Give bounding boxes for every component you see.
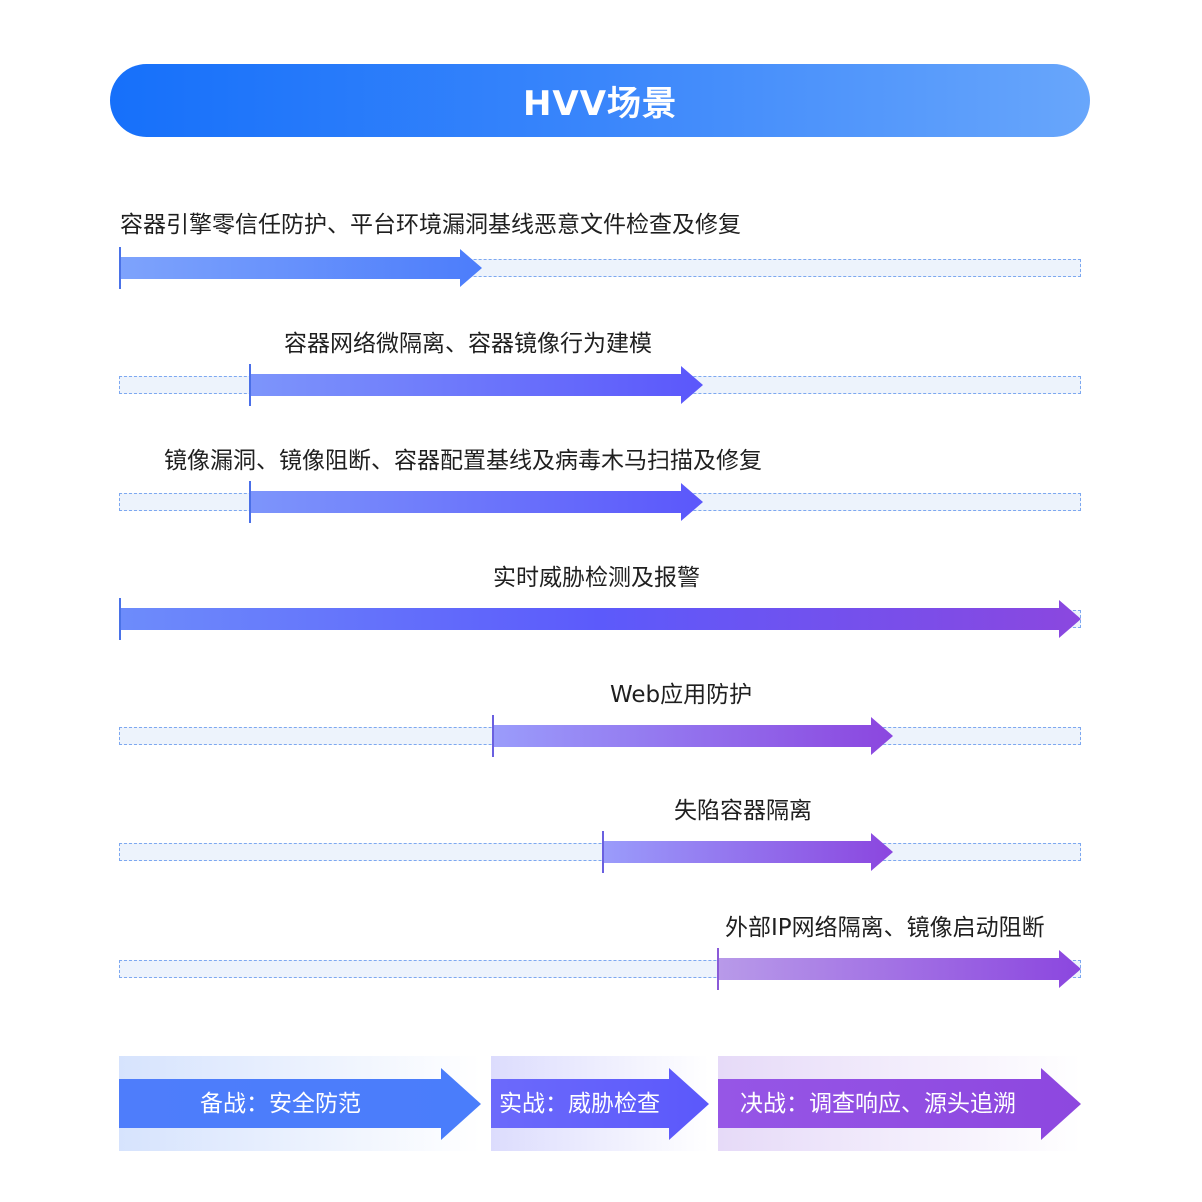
row-label-5: Web应用防护: [610, 682, 753, 708]
phase-arrow-prepare: [119, 1068, 481, 1140]
phase-arrow-combat: [491, 1068, 709, 1140]
timeline-arrow-1: [119, 247, 482, 289]
row-label-6: 失陷容器隔离: [674, 798, 812, 824]
row-label-1: 容器引擎零信任防护、平台环境漏洞基线恶意文件检查及修复: [120, 212, 741, 238]
timeline-arrow-3: [249, 481, 703, 523]
timeline-arrow-6: [602, 831, 893, 873]
timeline-arrow-7: [717, 948, 1081, 990]
phase-arrow-decisive: [718, 1068, 1081, 1140]
row-label-3: 镜像漏洞、镜像阻断、容器配置基线及病毒木马扫描及修复: [164, 448, 762, 474]
timeline-arrow-2: [249, 364, 703, 406]
phase-label-decisive: 决战：调查响应、源头追溯: [740, 1091, 1016, 1117]
phase-label-prepare: 备战：安全防范: [200, 1091, 361, 1117]
header-banner: HVV场景: [110, 64, 1090, 137]
row-label-7: 外部IP网络隔离、镜像启动阻断: [725, 915, 1045, 941]
timeline-arrow-5: [492, 715, 893, 757]
phase-label-combat: 实战：威胁检查: [499, 1091, 660, 1117]
header-title: HVV场景: [522, 84, 678, 124]
row-label-4: 实时威胁检测及报警: [493, 565, 700, 591]
row-label-2: 容器网络微隔离、容器镜像行为建模: [284, 331, 652, 357]
timeline-arrow-4: [119, 598, 1081, 640]
